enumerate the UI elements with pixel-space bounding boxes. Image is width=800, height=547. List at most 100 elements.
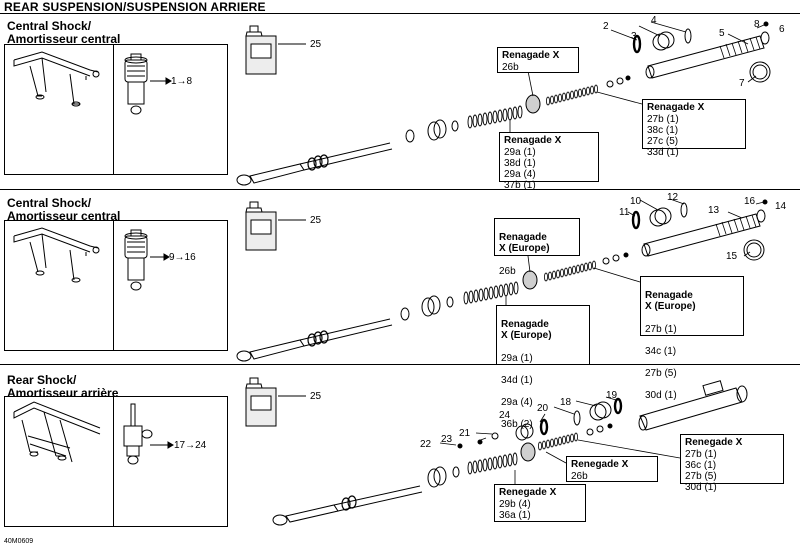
section-2-callout-right: Renagade X (Europe) 27b (1) 34c (1) 27b … [640,276,744,401]
callout-ref: 33d (1) [647,147,679,158]
oil-bottle-section-1 [245,25,306,75]
section-1-range-label: 1→8 [171,76,193,87]
callout-ref: 26b [499,266,516,277]
part-number-7: 7 [739,78,745,89]
callout-ref: 34c (1) [645,346,677,357]
callout-ref: 29a (1) [504,147,536,158]
part-number-14: 14 [775,201,787,212]
section-1-callout-right: Renagade X 27b (1) 38c (1) 27c (5) 33d (… [642,99,746,158]
part-number-15: 15 [726,251,738,262]
part-number-13: 13 [708,205,720,216]
callout-ref: 27b (1) [685,449,717,460]
oil-bottle-section-3 [245,377,306,427]
callout-ref: 29a (1) [501,353,533,364]
part-number-8: 8 [754,19,760,30]
section-2-oil-part-number: 25 [310,215,322,226]
callout-ref: 37b (1) [504,180,536,191]
part-number-18: 18 [560,397,572,408]
section-3-shock-sketch [123,403,153,465]
section-2-range-label: 9→16 [169,252,196,263]
leader-lines [439,21,765,486]
callout-ref: 30d (1) [685,482,717,493]
section-1-title-line1: Central Shock/ [7,19,92,33]
callout-ref: 29a (4) [501,397,533,408]
section-divider [0,13,800,14]
part-number-23: 23 [441,434,453,445]
part-number-6: 6 [779,24,785,35]
callout-title: Renagade X (Europe) [501,319,552,341]
part-number-24: 24 [499,410,511,421]
section-3-shock-exploded [272,380,748,526]
callout-ref: 26b [502,62,519,73]
callout-ref: 27b (1) [647,114,679,125]
section-3-callout-26b: Renegade X 26b [566,456,658,482]
section-1-range-arrow [150,77,172,85]
callout-ref: 29a (4) [504,169,536,180]
callout-ref: 26b [571,471,588,482]
callout-ref: 30d (1) [645,390,677,401]
part-number-3: 3 [631,31,637,42]
part-number-12: 12 [667,192,679,203]
callout-ref: 36c (1) [685,460,717,471]
section-3-callout-right: Renegade X 27b (1) 36c (1) 27b (5) 30d (… [680,434,784,493]
section-3-frame-sketch [13,401,101,463]
section-2-callout-26b: Renagade X (Europe) 26b [494,218,580,277]
callout-ref: 36b (2) [501,419,533,430]
section-2-title: Central Shock/ Amortisseur central [7,197,120,223]
callout-title: Renegade X [685,437,743,448]
section-3-inset [4,396,228,527]
section-divider [0,189,800,190]
section-2-title-line2: Amortisseur central [7,209,121,223]
section-3-title-line1: Rear Shock/ [7,373,77,387]
callout-ref: 36a (1) [499,510,531,521]
section-1-shock-exploded [236,21,771,186]
callout-ref: 38d (1) [504,158,536,169]
callout-title: Renegade X [571,459,629,470]
part-number-22: 22 [420,439,432,450]
section-3-oil-part-number: 25 [310,391,322,402]
section-2-range-arrow [150,253,170,261]
part-number-10: 10 [630,196,642,207]
callout-ref: 27c (5) [647,136,679,147]
callout-ref: 34d (1) [501,375,533,386]
inset-divider [113,221,114,350]
inset-divider [113,45,114,174]
section-1-callout-lower: Renagade X 29a (1) 38d (1) 29a (4) 37b (… [499,132,599,191]
part-number-11: 11 [619,207,630,218]
part-number-2: 2 [603,21,609,32]
inset-divider [113,397,114,526]
callout-ref: 27b (5) [645,368,677,379]
section-divider [0,364,800,365]
callout-title: Renagade X [647,102,705,113]
callout-ref: 38c (1) [647,125,679,136]
page-title: REAR SUSPENSION/SUSPENSION ARRIERE [4,0,266,14]
section-1-title: Central Shock/ Amortisseur central [7,20,120,46]
callout-title: Renegade X [499,487,557,498]
callout-title: Renagade X [504,135,562,146]
section-3-callout-lower: Renegade X 29b (4) 36a (1) [494,484,586,522]
callout-title: Renagade X [502,50,560,61]
figure-code: 40M0609 [4,538,34,545]
callout-title: Renagade X (Europe) [499,232,550,254]
part-number-19: 19 [606,390,618,401]
callout-title: Renagade X (Europe) [645,290,696,312]
section-1-shock-sketch [124,53,148,115]
part-number-5: 5 [719,28,725,39]
oil-bottle-section-2 [245,201,306,251]
section-3-range-arrow [150,441,174,449]
section-3-range-label: 17→24 [174,440,207,451]
part-number-16: 16 [744,196,756,207]
callout-ref: 27b (1) [645,324,677,335]
section-1-callout-26b: Renagade X 26b [497,47,579,73]
section-2-shock-sketch [124,229,148,291]
section-2-callout-lower: Renagade X (Europe) 29a (1) 34d (1) 29a … [496,305,590,430]
section-2-title-line1: Central Shock/ [7,196,92,210]
section-2-inset [4,220,228,351]
section-2-frame-sketch [13,227,100,283]
section-1-frame-sketch [13,51,100,107]
section-1-inset [4,44,228,175]
callout-ref: 27b (5) [685,471,717,482]
part-number-21: 21 [459,428,471,439]
section-1-title-line2: Amortisseur central [7,32,121,46]
